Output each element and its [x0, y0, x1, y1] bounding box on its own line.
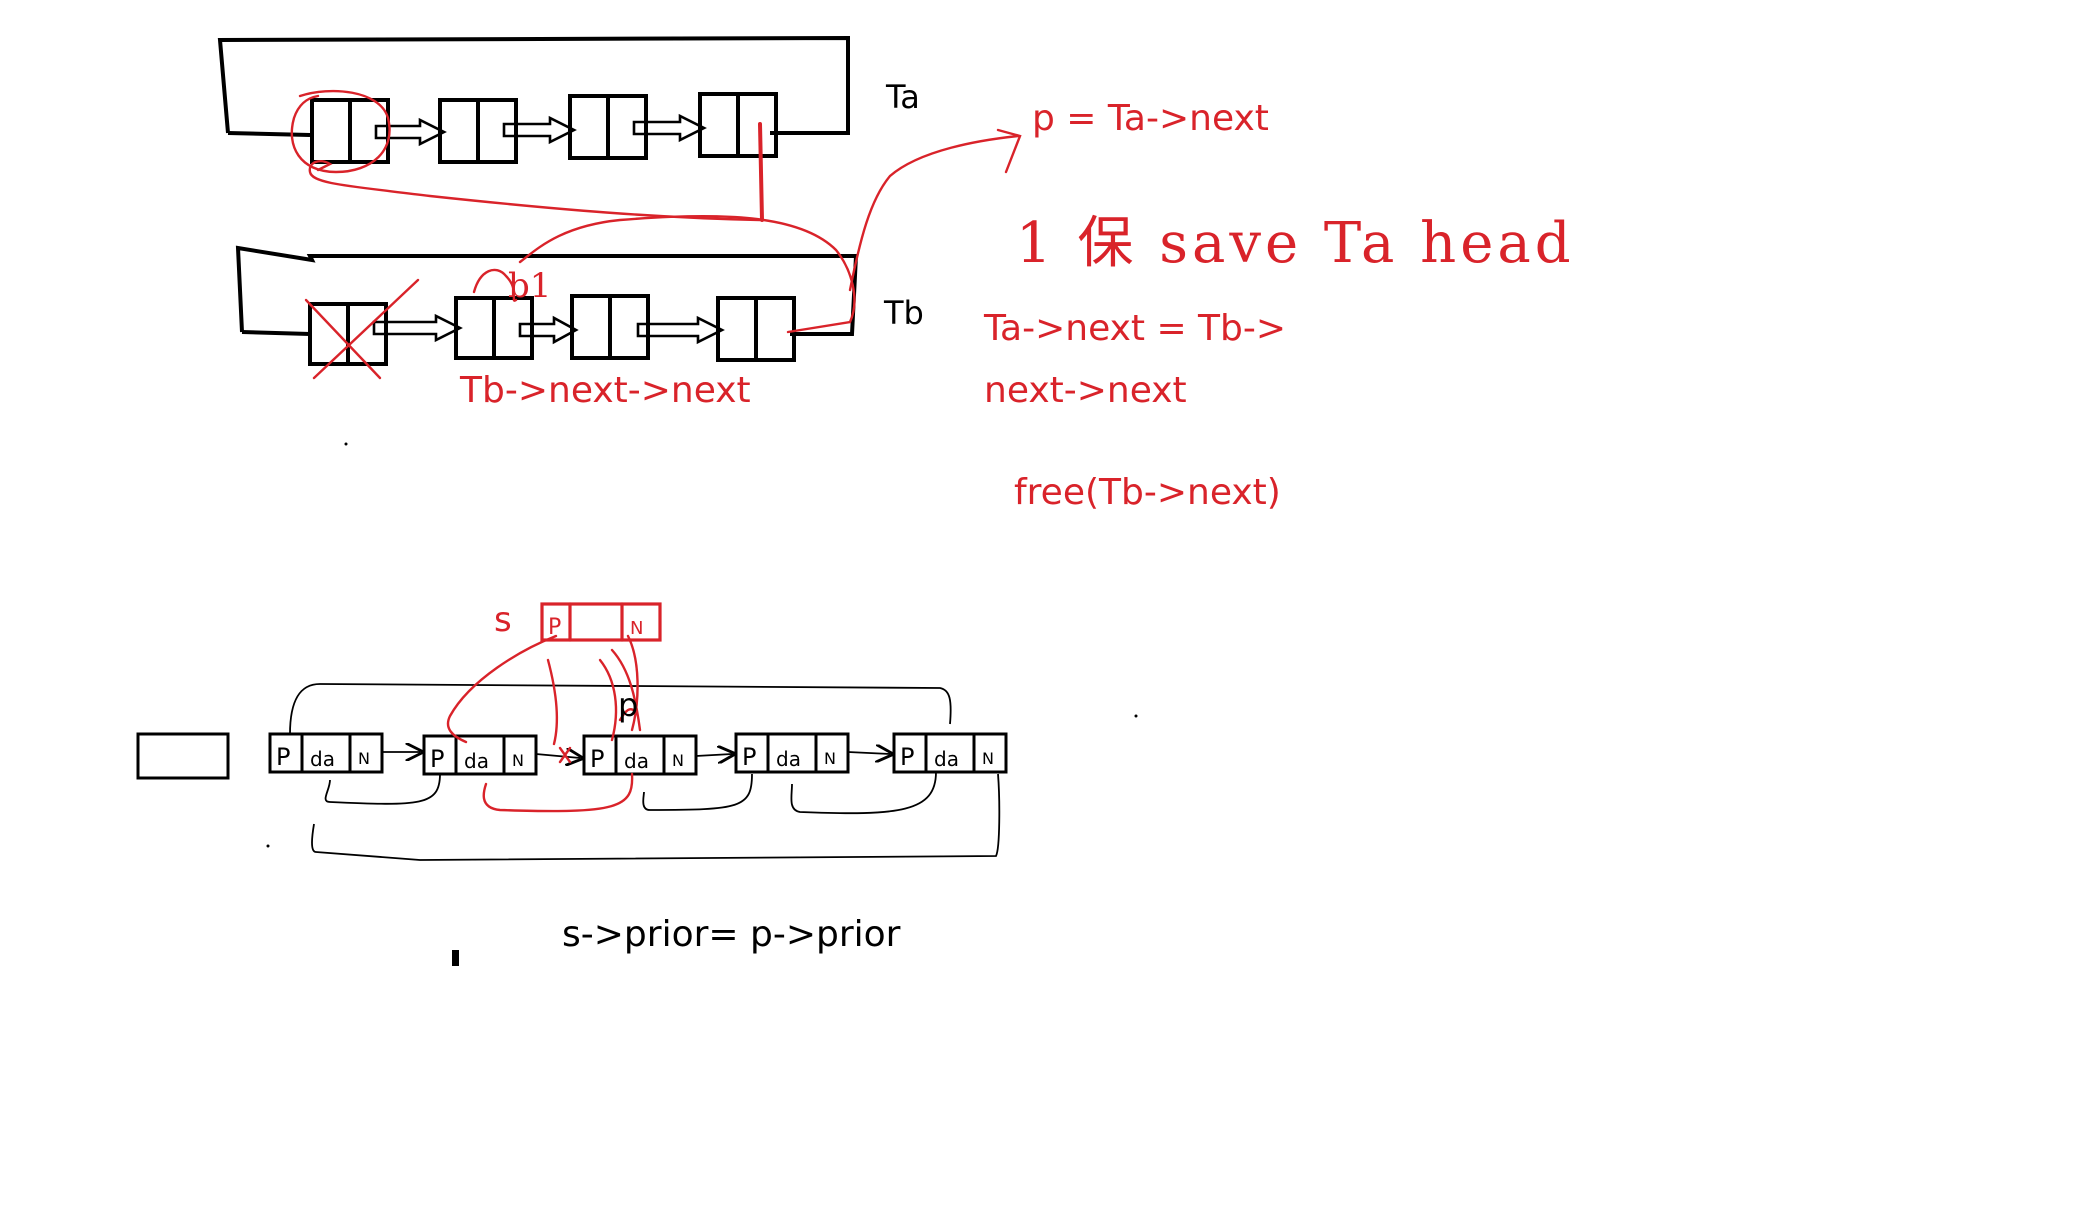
tb-node-4 [716, 296, 796, 362]
new-node-s [540, 602, 662, 642]
red-annotations-bottom [446, 602, 662, 813]
label-tb-next-next: Tb->next->next [460, 370, 751, 411]
tb-loop-frame [235, 245, 859, 336]
prior-arrow-4-to-3 [642, 773, 753, 811]
field-next-4: N [824, 749, 836, 768]
label-s: s [494, 600, 512, 640]
relink-arc-3 [610, 648, 642, 732]
prior-arrow-2-to-1 [324, 773, 441, 805]
relink-arc-2 [598, 658, 618, 742]
doubly-linked-list [136, 732, 1008, 780]
label-s-prior-assign: s->prior= p->prior [562, 914, 901, 955]
next-arrow-2 [535, 754, 580, 758]
label-ta-next-assign-line1: Ta->next = Tb-> [984, 308, 1287, 349]
label-tb-scribble: b1 [508, 266, 552, 306]
field-data-3: da [624, 749, 649, 773]
break-mark [558, 746, 572, 764]
prior-arrow-5-to-4 [790, 771, 937, 815]
label-ta-next-assign-line2: next->next [984, 370, 1187, 411]
field-prior-5: P [900, 743, 914, 771]
tb-scribble-mark [472, 268, 518, 302]
s-prior-link [446, 634, 558, 744]
label-save-ta-head: 1 保 save Ta head [1016, 211, 1575, 276]
tb-node-2 [454, 296, 534, 360]
next-arrow-4 [847, 752, 890, 754]
next-arrow-3 [695, 754, 732, 756]
p-pointer-mark [618, 708, 638, 722]
field-prior-4: P [742, 743, 756, 771]
s-next-link [626, 634, 639, 732]
ta-loop-frame [217, 35, 850, 135]
ta-arrow-3 [632, 113, 707, 143]
ta-arrow-1 [374, 117, 447, 147]
field-next-5: N [982, 749, 994, 768]
ta-node-4 [698, 92, 778, 158]
list-tb [235, 245, 859, 366]
field-data-5: da [934, 747, 959, 771]
dnode-2 [422, 734, 538, 776]
label-free-tb-next: free(Tb->next) [1014, 472, 1281, 513]
field-next-1: N [358, 749, 370, 768]
field-prior-1: P [276, 743, 290, 771]
next-arrows [382, 752, 890, 758]
ta-node1-circle [290, 89, 391, 174]
curve-to-p-label [848, 134, 1020, 292]
red-annotations-top [290, 89, 1022, 380]
label-p: p [618, 686, 639, 724]
tb-node1-cross-b [312, 278, 420, 380]
label-p-equals-ta-next: p = Ta->next [1032, 98, 1269, 139]
label-tb: Tb [883, 294, 924, 332]
field-data-1: da [310, 747, 335, 771]
relink-arc-1 [546, 658, 559, 746]
field-next-2: N [512, 751, 524, 770]
tb-node1-cross-a [304, 298, 382, 380]
tb-head-link [241, 330, 311, 336]
prior-arrows [289, 683, 1001, 861]
standalone-node-box [136, 732, 230, 780]
ta-arrow-2 [502, 115, 577, 145]
curve-back-to-ta-head [308, 160, 762, 222]
field-data-2: da [464, 749, 489, 773]
label-ta: Ta [885, 78, 920, 116]
field-prior-3: P [590, 745, 604, 773]
ta-tail-to-tb-link [758, 122, 764, 222]
field-prior-2: P [430, 745, 444, 773]
node-field-labels: P da N P da N P da N P da N P da N P N [276, 615, 994, 773]
field-next-3: N [672, 751, 684, 770]
arrowhead-p-label [996, 128, 1022, 174]
ta-node-1 [310, 98, 390, 164]
circular-prior-loop [311, 773, 1001, 861]
field-prior-s: P [548, 615, 561, 640]
new-prior-back-link [482, 772, 634, 813]
list-ta [217, 35, 850, 164]
field-next-s: N [630, 618, 643, 639]
tb-node-3 [570, 294, 650, 360]
tb-arrow-3 [636, 315, 725, 345]
tb-arrow-2 [518, 315, 579, 345]
stray-marks [266, 442, 1138, 966]
circular-next-loop [289, 683, 952, 735]
ta-head-link [227, 131, 311, 137]
tb-arrow-1 [372, 313, 463, 343]
field-data-4: da [776, 747, 801, 771]
dnode-1 [268, 732, 384, 774]
